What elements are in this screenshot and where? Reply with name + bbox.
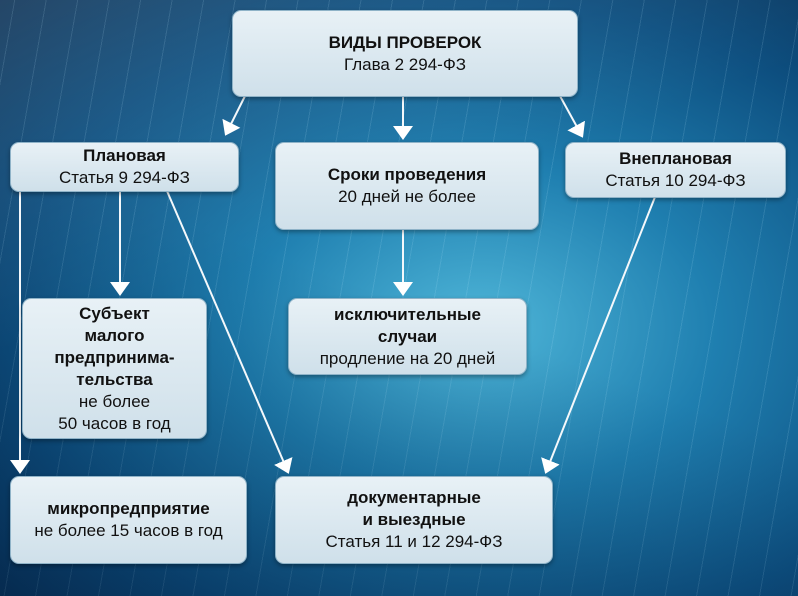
terms-sub: 20 дней не более xyxy=(338,187,476,206)
micro-sub: не более 15 часов в год xyxy=(34,521,223,540)
planned-heading: Плановая xyxy=(83,146,166,165)
arrow-planned-docs xyxy=(166,190,293,474)
small-sub-2: 50 часов в год xyxy=(58,413,171,433)
documentary-box: документарные и выездные Статья 11 и 12 … xyxy=(275,476,553,564)
exceptional-sub: продление на 20 дней xyxy=(319,348,496,368)
exceptional-heading-2: случаи xyxy=(377,326,438,346)
documentary-heading-1: документарные xyxy=(347,488,481,507)
unplanned-box: Внеплановая Статья 10 294-ФЗ xyxy=(565,142,786,198)
title-heading: ВИДЫ ПРОВЕРОК xyxy=(328,32,482,52)
title-box: ВИДЫ ПРОВЕРОК Глава 2 294-ФЗ xyxy=(232,10,578,97)
title-sub: Глава 2 294-ФЗ xyxy=(343,54,467,74)
documentary-heading-2: и выездные xyxy=(362,510,466,529)
exceptional-heading-1: исключительные xyxy=(334,304,481,324)
unplanned-heading: Внеплановая xyxy=(619,149,732,168)
arrow-title-planned xyxy=(222,95,246,136)
exceptional-box: исключительные случаи продление на 20 дн… xyxy=(288,298,527,375)
arrow-title-unplanned xyxy=(559,95,585,138)
micro-heading: микропредприятие xyxy=(47,499,210,518)
planned-sub: Статья 9 294-ФЗ xyxy=(59,168,190,187)
unplanned-sub: Статья 10 294-ФЗ xyxy=(605,171,746,190)
arrow-unplanned-docs xyxy=(541,196,656,474)
small-heading-4: тельства xyxy=(76,369,153,389)
small-heading-1: Субъект xyxy=(79,303,150,323)
terms-heading: Сроки проведения xyxy=(327,165,487,184)
small-heading-2: малого xyxy=(84,325,145,345)
documentary-sub: Статья 11 и 12 294-ФЗ xyxy=(325,532,503,551)
small-business-box: Субъект малого предпринима- тельства не … xyxy=(22,298,207,439)
micro-box: микропредприятие не более 15 часов в год xyxy=(10,476,247,564)
planned-box: Плановая Статья 9 294-ФЗ xyxy=(10,142,239,192)
terms-box: Сроки проведения 20 дней не более xyxy=(275,142,539,230)
small-sub-1: не более xyxy=(78,391,151,411)
small-heading-3: предпринима- xyxy=(54,347,175,367)
